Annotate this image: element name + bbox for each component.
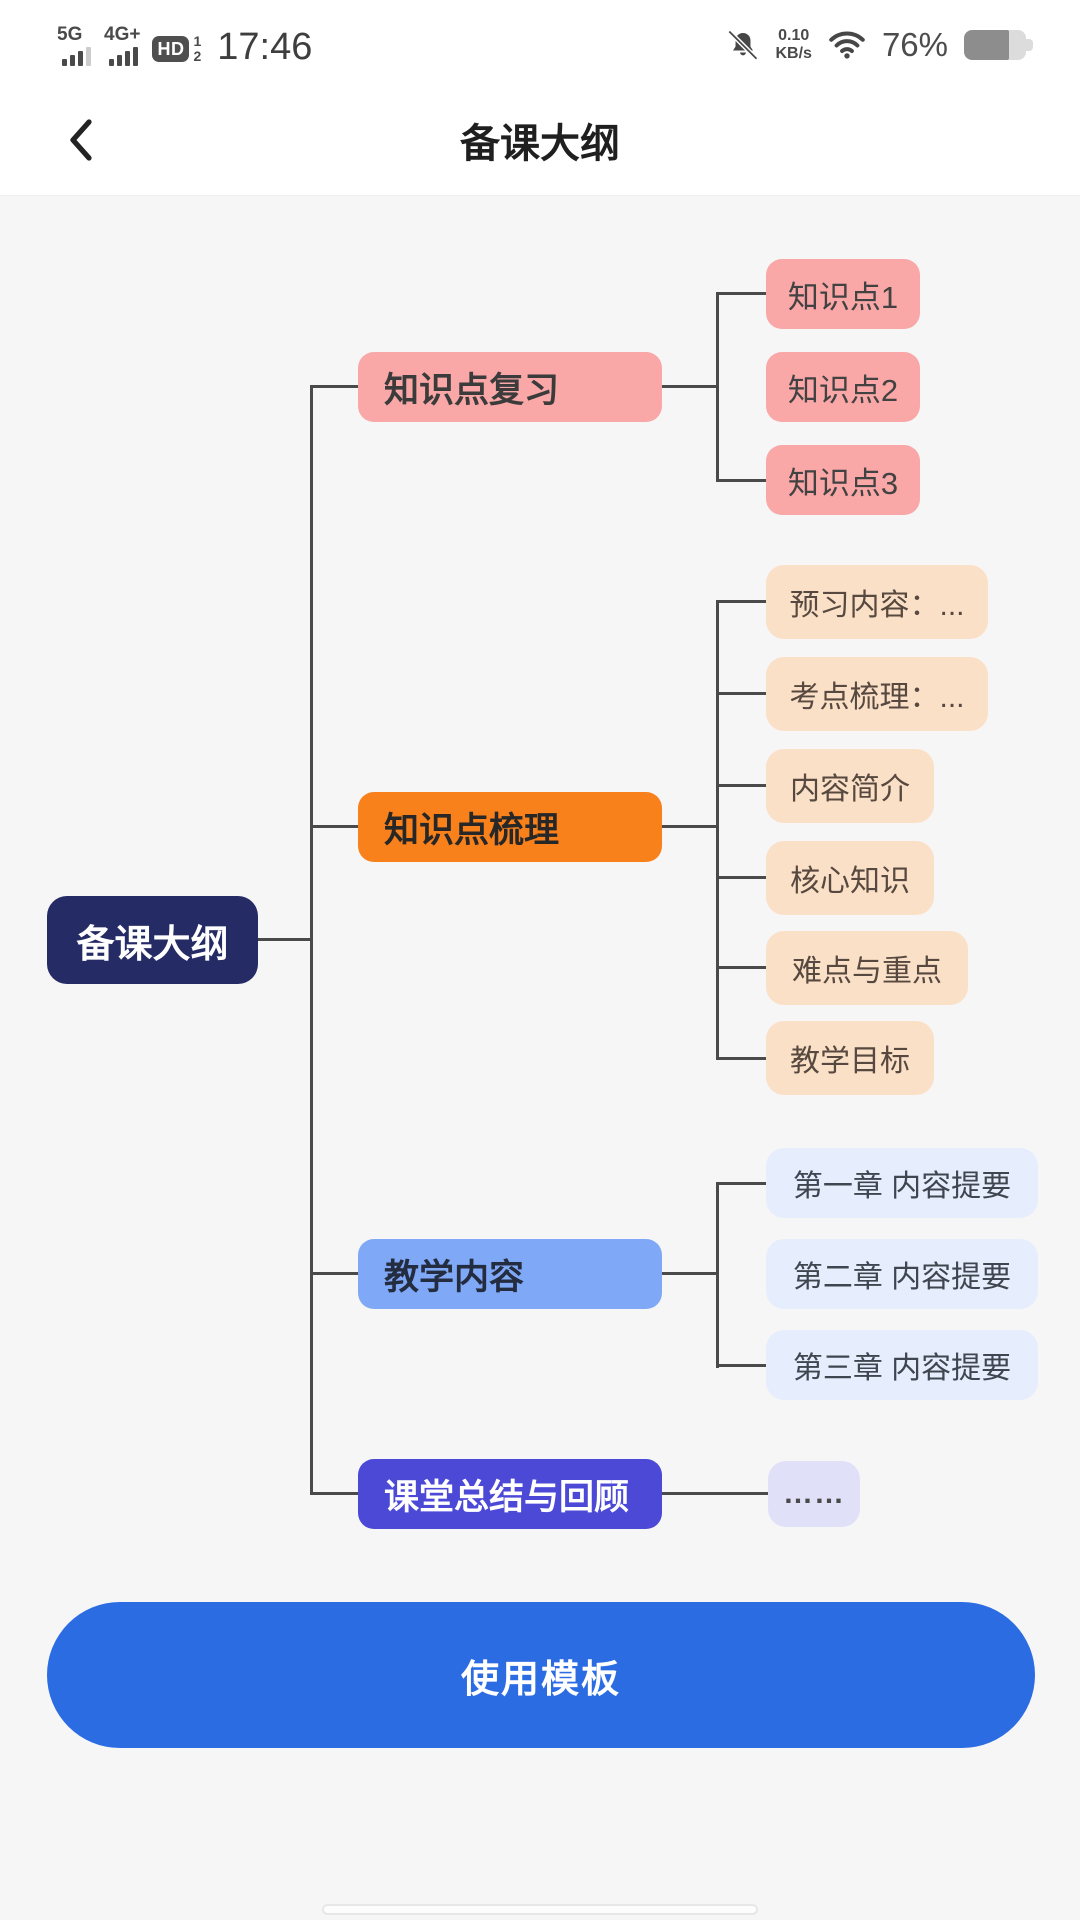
nav-header: 备课大纲 — [0, 84, 1080, 196]
mindmap-child-node: 第二章 内容提要 — [766, 1239, 1038, 1309]
connector-line — [716, 876, 766, 879]
connector-line — [716, 479, 768, 482]
connector-line — [662, 385, 718, 388]
battery-icon — [964, 30, 1034, 60]
connector-line — [716, 784, 766, 787]
mindmap-child-node: 教学目标 — [766, 1021, 934, 1095]
connector-line — [716, 966, 766, 969]
connector-line — [716, 292, 768, 295]
use-template-button[interactable]: 使用模板 — [47, 1602, 1035, 1748]
connector-line — [310, 825, 358, 828]
connector-line — [258, 938, 312, 941]
clock-time: 17:46 — [217, 25, 313, 68]
mindmap-child-node: 考点梳理：... — [766, 657, 988, 731]
signal-bars-icon — [62, 46, 91, 66]
connector-line — [662, 1492, 768, 1495]
connector-line — [662, 1272, 718, 1275]
connector-line — [310, 385, 358, 388]
mindmap-branch-node: 教学内容 — [358, 1239, 662, 1309]
signal-4g: 4G+ — [103, 25, 140, 66]
network-speed-value: 0.10 — [778, 26, 810, 44]
battery-percent: 76% — [881, 26, 948, 63]
mindmap-child-node: …… — [768, 1461, 860, 1527]
mindmap-child-node: 内容简介 — [766, 749, 934, 823]
connector-line — [716, 600, 766, 603]
network-type-label: 5G — [57, 23, 83, 45]
network-speed: 0.10 KB/s — [775, 27, 811, 64]
connector-line — [716, 600, 719, 1060]
signal-5g: 5G — [56, 25, 91, 66]
home-indicator[interactable] — [322, 1904, 758, 1915]
wifi-icon — [828, 30, 866, 60]
mindmap-child-node: 核心知识 — [766, 841, 934, 915]
network-type-label: 4G+ — [104, 23, 141, 45]
mute-bell-icon — [727, 29, 760, 61]
mindmap-child-node: 第一章 内容提要 — [766, 1148, 1038, 1218]
mindmap-child-node: 第三章 内容提要 — [766, 1330, 1038, 1400]
mindmap-branch-node: 课堂总结与回顾 — [358, 1459, 662, 1529]
mindmap-root-node: 备课大纲 — [47, 896, 258, 984]
connector-line — [716, 292, 719, 482]
back-chevron-icon — [67, 118, 93, 162]
mindmap-branch-node: 知识点复习 — [358, 352, 662, 422]
connector-line — [310, 1492, 358, 1495]
connector-line — [716, 692, 766, 695]
mindmap-child-node: 预习内容：... — [766, 565, 988, 639]
status-bar-left: 5G 4G+ HD 1 2 17:46 — [56, 25, 312, 66]
network-speed-unit: KB/s — [775, 45, 812, 62]
status-bar: 5G 4G+ HD 1 2 17:46 — [0, 0, 1080, 84]
mindmap-branch-node: 知识点梳理 — [358, 792, 662, 862]
connector-line — [310, 385, 313, 1495]
connector-line — [716, 1364, 766, 1367]
connector-line — [716, 1182, 766, 1185]
mindmap-child-node: 知识点2 — [766, 352, 920, 422]
sim-2-label: 2 — [193, 47, 202, 64]
mindmap-child-node: 难点与重点 — [766, 931, 968, 1005]
connector-line — [716, 1182, 719, 1368]
hd-badge: HD — [152, 35, 190, 62]
sim-slot-indicator: 1 2 — [193, 34, 201, 63]
status-bar-right: 0.10 KB/s 76% — [727, 26, 1034, 64]
sim-1-label: 1 — [193, 33, 202, 50]
back-button[interactable] — [54, 114, 106, 166]
mindmap-child-node: 知识点3 — [766, 445, 920, 515]
page-title: 备课大纲 — [460, 122, 620, 166]
connector-line — [310, 1272, 358, 1275]
signal-bars-icon — [109, 46, 138, 66]
connector-line — [716, 1057, 766, 1060]
hd-volte-indicator: HD 1 2 — [152, 34, 201, 63]
connector-line — [662, 825, 718, 828]
mindmap-child-node: 知识点1 — [766, 259, 920, 329]
